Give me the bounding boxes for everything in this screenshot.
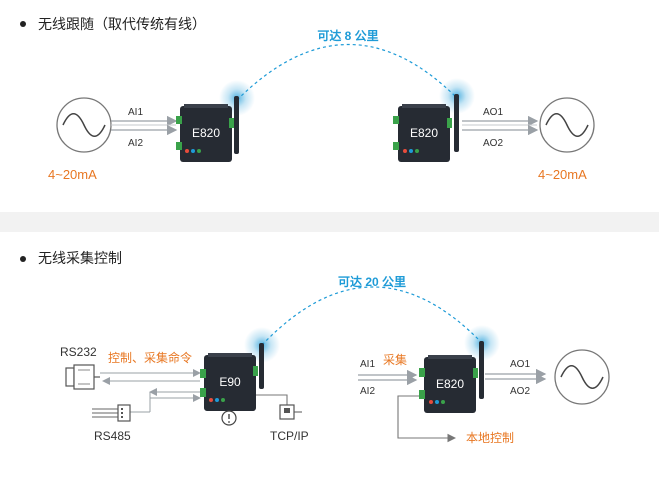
local-control-line [397,395,457,443]
s2-ao2-label: AO2 [510,386,530,397]
s2-ai1-label: AI1 [360,359,375,370]
ao2-label: AO2 [483,138,503,149]
s2-e820-label: E820 [436,377,464,391]
left-e820-device [176,80,255,162]
section-1-bullet [20,21,26,27]
right-device-label: E820 [410,126,438,140]
e90-device-label: E90 [219,375,241,389]
section-2-title: 无线采集控制 [38,250,122,266]
range-arc-2 [261,286,483,346]
s2-ao1-label: AO1 [510,359,530,370]
local-control-label: 本地控制 [466,431,514,445]
tcpip-label: TCP/IP [270,429,309,443]
rs485-connector-icon [92,404,131,422]
tcpip-connector-icon [279,404,302,420]
command-label: 控制、采集命令 [108,350,192,365]
section-separator [0,212,659,232]
e90-device [200,327,280,411]
rs232-label: RS232 [60,345,97,359]
collect-label: 采集 [383,352,407,367]
ao1-label: AO1 [483,107,503,118]
range-label-1: 可达 8 公里 [317,28,378,43]
s2-e820-device [419,325,500,413]
signal-source-left [56,97,112,153]
range-label-2: 可达 20 公里 [338,274,406,289]
range-arc-1 [236,44,458,101]
ai2-label: AI2 [128,138,143,149]
signal-output-right [539,97,595,153]
info-symbol-icon [221,410,237,426]
right-signal-label: 4~20mA [538,167,587,182]
tcpip-line [256,394,288,405]
rs485-label: RS485 [94,429,131,443]
left-signal-label: 4~20mA [48,167,97,182]
left-device-label: E820 [192,126,220,140]
section-1-title: 无线跟随（取代传统有线） [38,16,206,32]
s2-signal-output [554,349,610,405]
section-2-bullet [20,256,26,262]
ai1-label: AI1 [128,107,143,118]
rs232-connector-icon [65,364,100,390]
right-e820-device [393,78,475,162]
s2-ai2-label: AI2 [360,386,375,397]
